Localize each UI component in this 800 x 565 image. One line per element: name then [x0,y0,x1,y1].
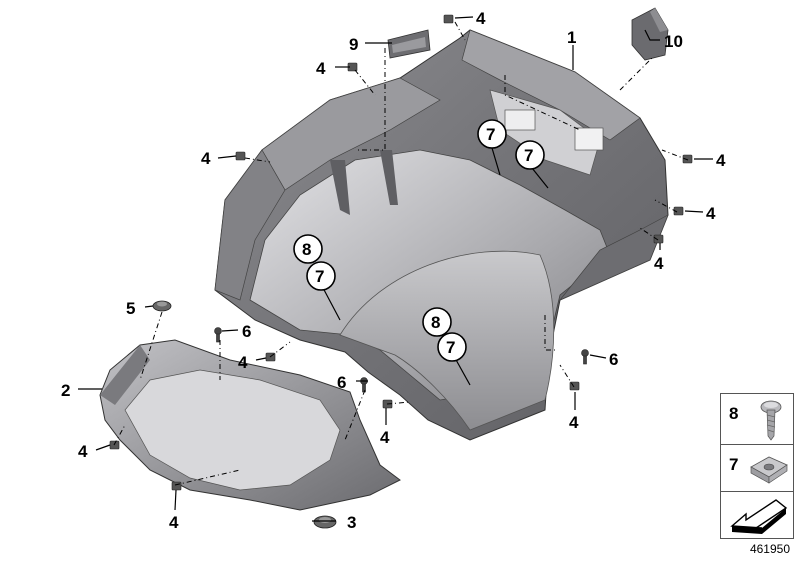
clip-nut-icon [750,456,788,484]
callout-4-g: 4 [569,413,579,432]
screw-icon [760,400,782,441]
leader-lines [78,16,713,522]
diagram-number: 461950 [749,542,790,556]
callout-4-h: 4 [238,353,248,372]
legend-number-7: 7 [729,455,739,474]
grommet-part-3 [313,515,337,529]
callout-4-i: 4 [380,428,390,447]
callout-1: 1 [567,28,576,47]
callout-4-a: 4 [476,9,486,28]
callout-3: 3 [347,513,356,532]
callout-4-k: 4 [169,513,179,532]
callout-4-d: 4 [716,151,726,170]
lower-tray-part [99,339,401,511]
grommet-part-5 [152,300,172,312]
callout-7-b: 7 [524,146,533,165]
callout-4-f: 4 [654,254,664,273]
bracket-part-10 [631,7,669,61]
storage-compartment-part [214,29,669,441]
callout-labels: 1 2 3 4 4 4 4 4 4 4 4 4 4 4 5 6 6 6 7 7 … [61,9,726,532]
callout-10: 10 [664,32,683,51]
callout-7-a: 7 [486,125,495,144]
assembly-lines [113,21,689,486]
callout-6-a: 6 [242,322,251,341]
callout-6-b: 6 [337,373,346,392]
arrow-icon [730,499,788,534]
legend-item-8: 8 [720,393,794,445]
callout-2: 2 [61,381,70,400]
cover-part-9 [387,29,431,59]
callout-7-d: 7 [446,338,455,357]
callout-7-c: 7 [315,267,324,286]
callout-8-b: 8 [431,313,440,332]
callout-9: 9 [349,35,358,54]
callout-4-b: 4 [316,59,326,78]
legend-item-arrow [720,491,794,539]
callout-4-j: 4 [78,442,88,461]
callout-8-a: 8 [302,240,311,259]
legend-item-7: 7 [720,444,794,492]
callout-5: 5 [126,299,135,318]
callout-4-e: 4 [706,204,716,223]
legend-number-8: 8 [729,404,739,423]
callout-4-c: 4 [201,149,211,168]
callout-6-c: 6 [609,350,618,369]
callout-rings [293,119,545,362]
